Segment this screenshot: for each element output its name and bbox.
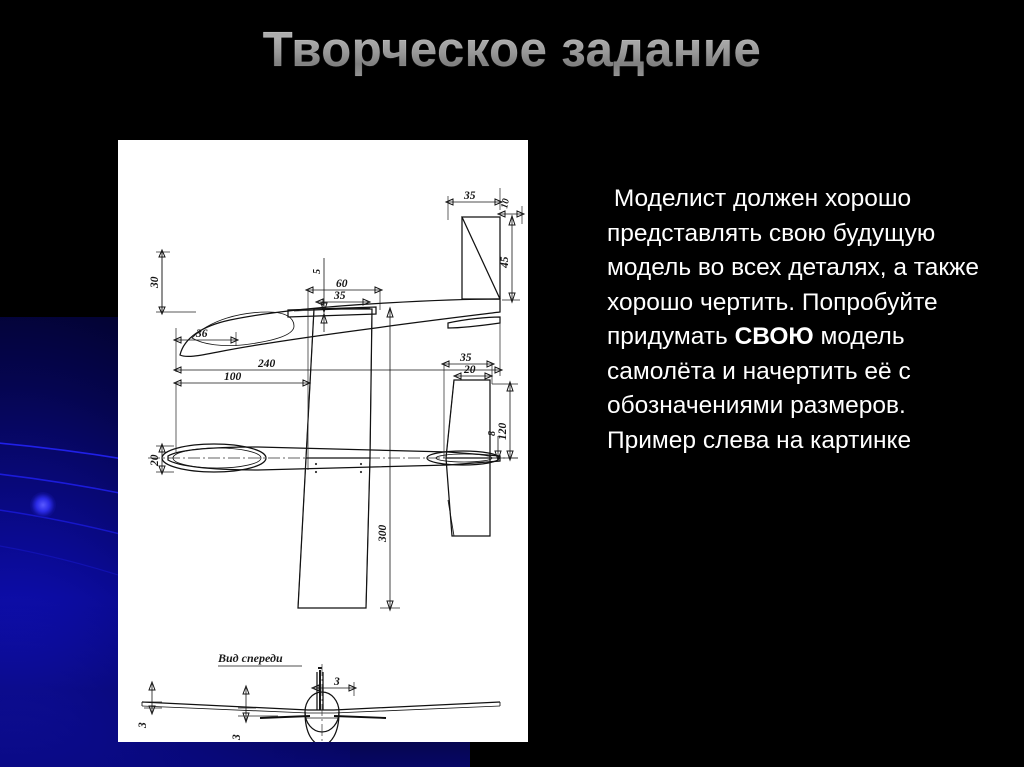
dim-45: 45	[499, 214, 520, 304]
dim-36: 36	[172, 328, 240, 372]
svg-text:45: 45	[499, 256, 511, 269]
svg-text:30: 30	[149, 276, 161, 289]
svg-text:20: 20	[463, 364, 476, 376]
svg-text:120: 120	[497, 423, 509, 441]
svg-text:8: 8	[487, 431, 498, 436]
svg-text:5: 5	[312, 269, 323, 274]
dim-3-fin: 3	[310, 676, 358, 696]
dim-100: 100	[172, 371, 312, 452]
dim-20-fuselage: 20	[149, 442, 174, 476]
front-view-caption: Вид спереди	[217, 651, 283, 665]
dim-300: 300	[377, 306, 400, 612]
svg-text:36: 36	[195, 328, 208, 340]
top-view-group: 100 20 60	[148, 278, 518, 612]
dim-120: 120	[492, 380, 518, 462]
svg-text:35: 35	[463, 190, 476, 202]
dim-10: 10	[496, 198, 526, 224]
glow-dot	[30, 492, 56, 518]
svg-text:10: 10	[499, 198, 512, 210]
dim-3-left: 3	[137, 680, 162, 729]
glider-blueprint: 30 36 240	[137, 188, 526, 742]
side-view-group: 30 36 240	[149, 188, 526, 376]
svg-text:60: 60	[336, 278, 348, 290]
svg-text:100: 100	[224, 371, 242, 383]
svg-text:3: 3	[231, 734, 243, 741]
dim-30: 30	[149, 248, 196, 316]
dim-240: 240	[172, 320, 504, 376]
svg-text:35: 35	[459, 352, 472, 364]
dim-35-tail: 35	[440, 352, 496, 458]
svg-text:35: 35	[333, 290, 346, 302]
dim-8: 8	[487, 431, 502, 462]
body-paragraph: Моделист должен хорошо представлять свою…	[607, 182, 981, 458]
svg-text:300: 300	[377, 525, 389, 544]
svg-text:3: 3	[333, 676, 340, 688]
svg-text:240: 240	[257, 358, 276, 370]
technical-drawing-panel: 30 36 240	[118, 140, 528, 742]
svg-text:3: 3	[137, 722, 149, 729]
dim-35-wing: 35	[314, 290, 372, 306]
svg-text:20: 20	[149, 454, 161, 467]
dim-5: 5	[312, 258, 328, 332]
dim-3-inner: 3	[231, 684, 278, 741]
dim-60: 60	[304, 278, 384, 470]
dim-20-tail: 20	[452, 364, 494, 380]
dim-35-fin: 35	[444, 188, 504, 220]
front-view-group: Вид спереди	[137, 651, 501, 742]
body-text-part2: модель самолёта и начертить её с обознач…	[607, 323, 918, 454]
page-title: Творческое задание	[0, 23, 1024, 78]
body-text-emphasis: СВОЮ	[734, 323, 814, 350]
body-text-part1: Моделист должен хорошо представлять свою…	[607, 185, 986, 350]
